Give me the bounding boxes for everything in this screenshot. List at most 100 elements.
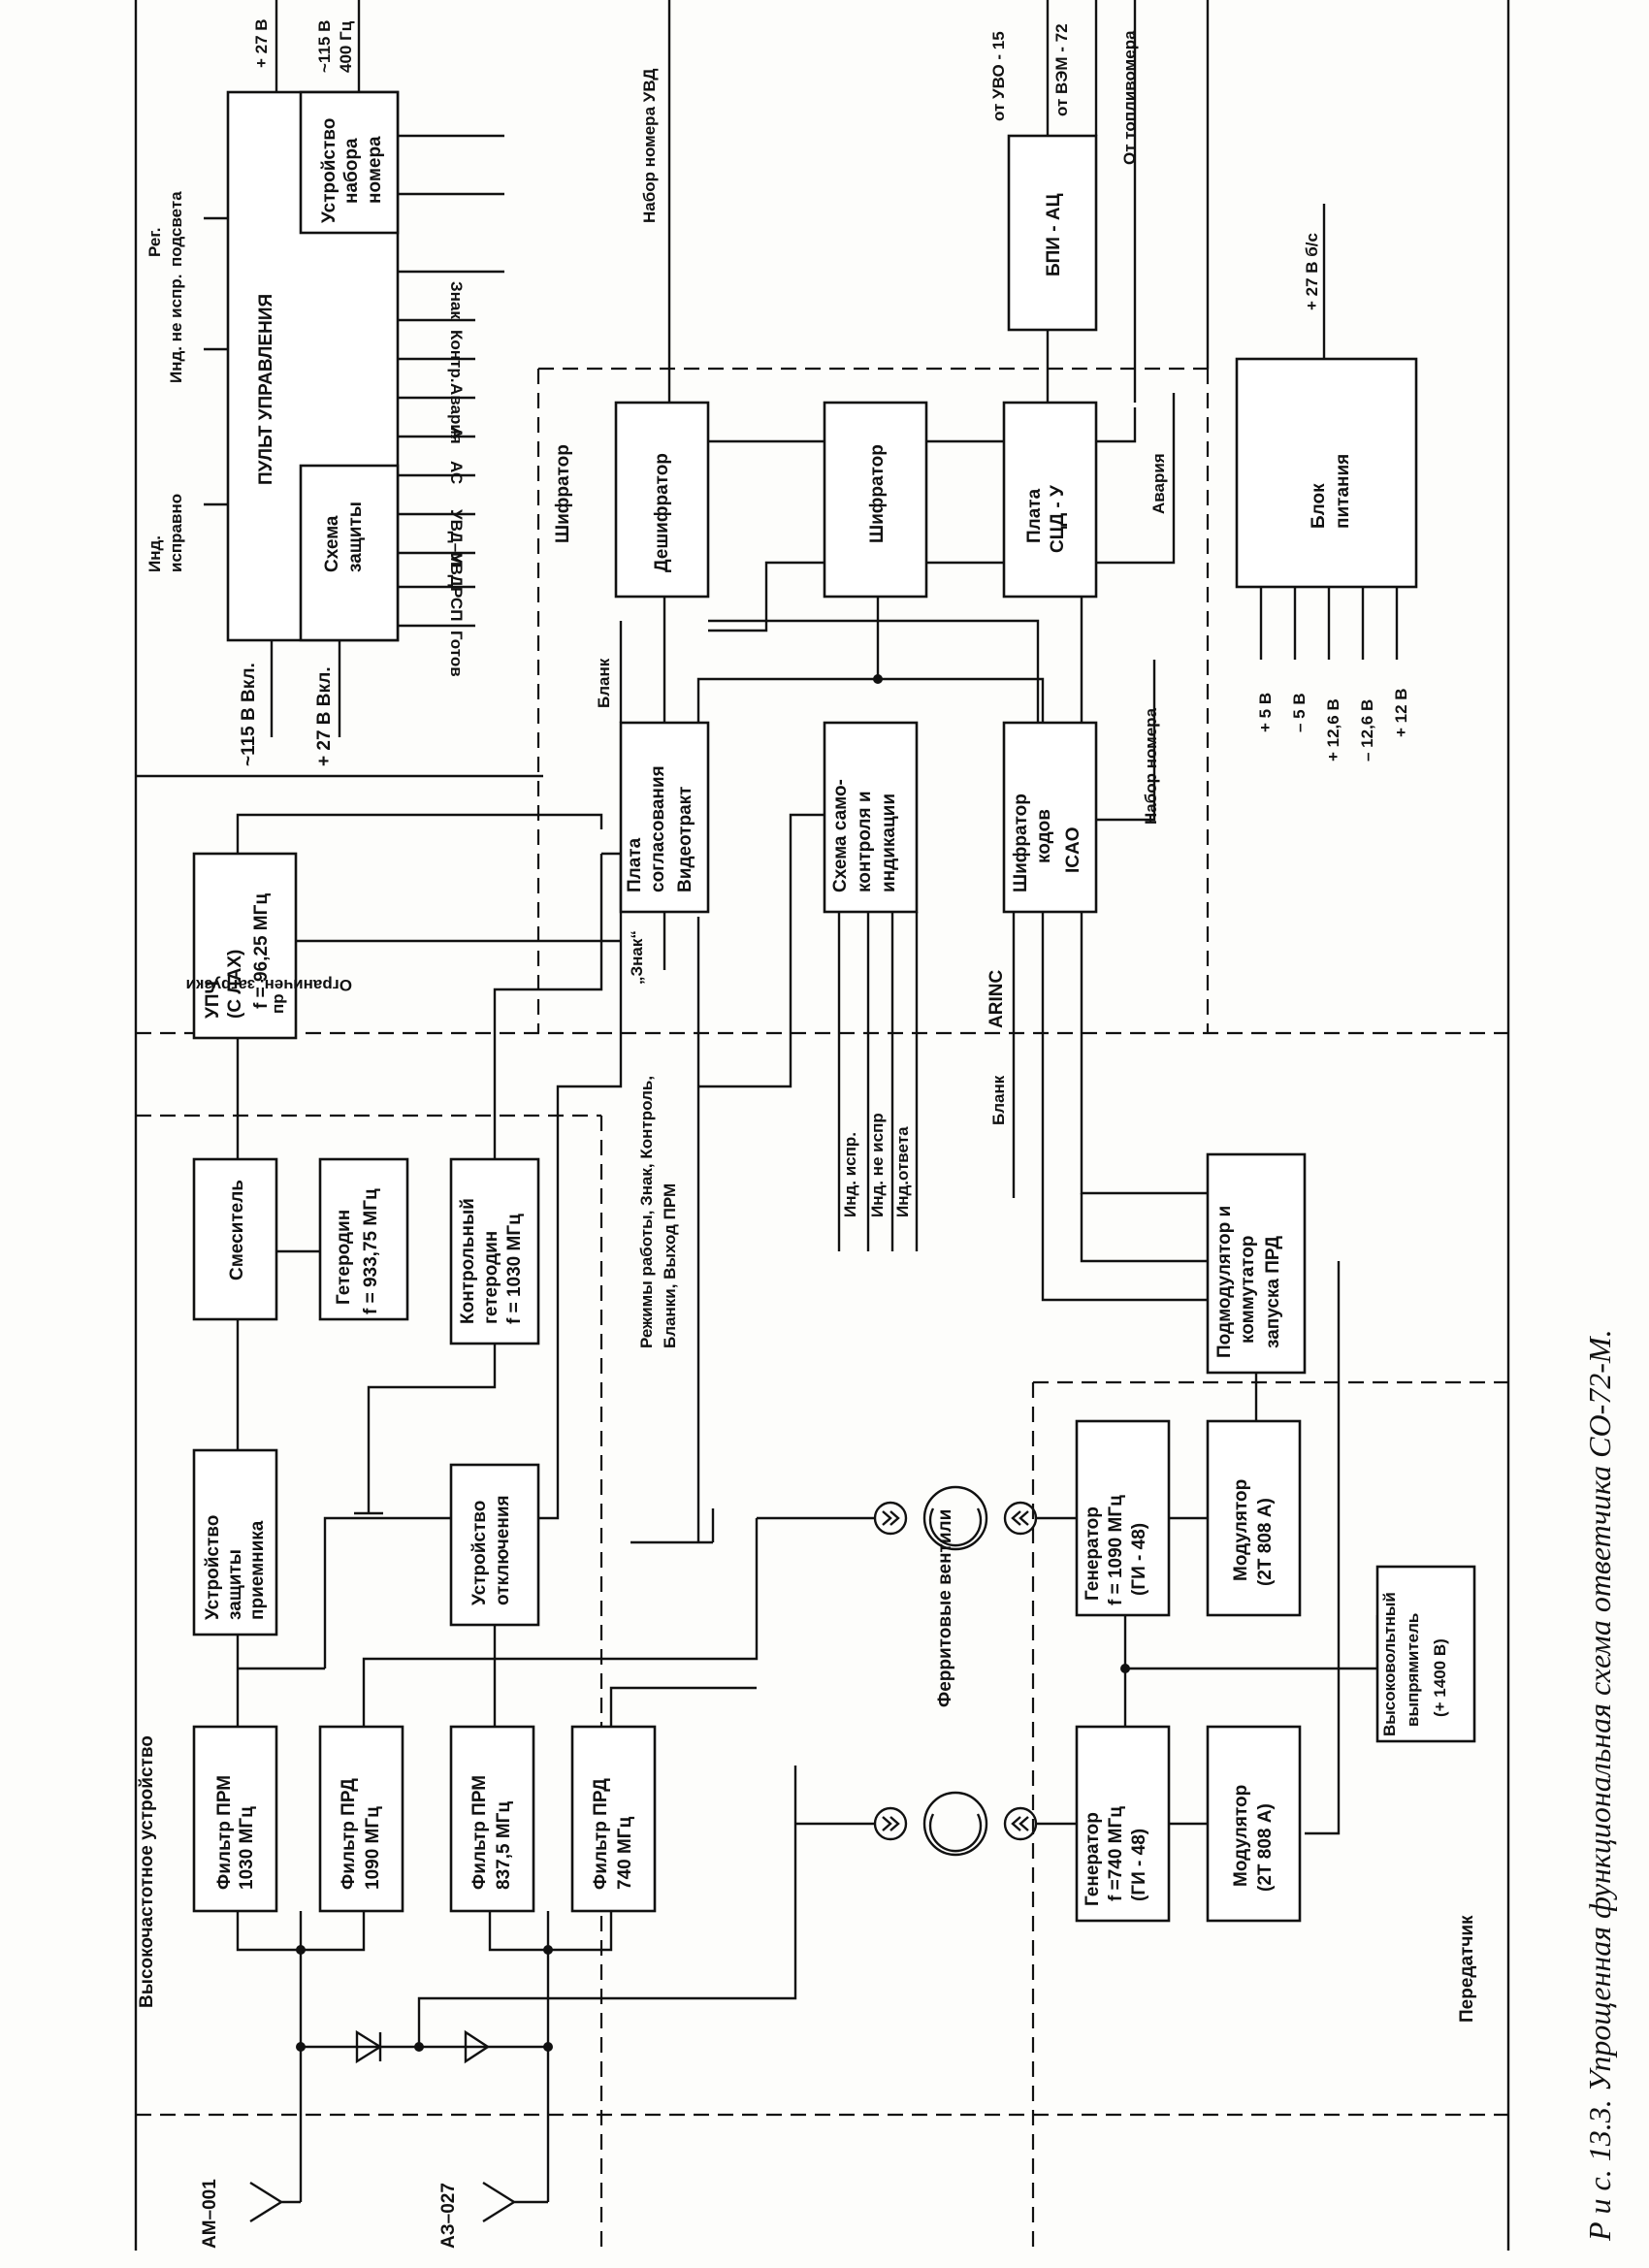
coder-block: Шифратор [823, 401, 928, 599]
svg-text:гетеродин: гетеродин [481, 1231, 501, 1324]
svg-text:f = 96,25 МГц: f = 96,25 МГц [251, 893, 272, 1009]
svg-text:Устройство: Устройство [319, 118, 340, 223]
svg-text:f = 1030 МГц: f = 1030 МГц [504, 1214, 525, 1324]
svg-text:Фильтр ПРМ: Фильтр ПРМ [214, 1775, 235, 1890]
svg-text:(ГИ - 48): (ГИ - 48) [1129, 1523, 1149, 1596]
diode-2-icon [464, 2029, 491, 2064]
filter-tx-1090: Фильтр ПРД 1090 МГц [318, 1725, 404, 1913]
matching-board-block: Плата согласования Видеотракт [619, 721, 710, 914]
from-vem-label: от ВЭМ - 72 [1052, 23, 1071, 116]
svg-text:Бланки, Выход ПРМ: Бланки, Выход ПРМ [661, 1183, 679, 1348]
svg-text:Фильтр ПРМ: Фильтр ПРМ [469, 1775, 490, 1890]
svg-text:Высоковольтный: Высоковольтный [1380, 1592, 1399, 1736]
svg-text:Модулятор: Модулятор [1231, 1785, 1251, 1887]
modulator-2-block: Модулятор (2Т 808 А) [1206, 1725, 1302, 1923]
antenna-az027-icon [482, 2181, 548, 2223]
svg-text:– 12,6 В: – 12,6 В [1358, 699, 1376, 761]
filter-rx-837: Фильтр ПРМ 837,5 МГц [449, 1725, 535, 1913]
s27-on-label: + 27 В Вкл. [314, 666, 335, 766]
svg-text:– 5 В: – 5 В [1290, 693, 1309, 732]
transmitter-label: Передатчик [1457, 1915, 1477, 2023]
frames [134, 0, 1510, 2251]
svg-text:отключения: отключения [493, 1495, 513, 1605]
svg-text:УВД: УВД [447, 553, 466, 587]
receiver-protection-block: Устройство защиты приемника [192, 1448, 278, 1636]
svg-text:740 МГц: 740 МГц [615, 1816, 635, 1890]
svg-text:ICAO: ICAO [1063, 827, 1083, 874]
svg-text:защиты: защиты [345, 502, 366, 572]
svg-text:1030 МГц: 1030 МГц [237, 1806, 257, 1890]
num-set-label: Набор номера [1142, 707, 1160, 825]
ssd-board-block: Плата СЦД - У [1002, 401, 1098, 599]
svg-text:РСП: РСП [447, 587, 466, 621]
svg-text:f = 933,75 МГц: f = 933,75 МГц [361, 1188, 381, 1314]
svg-text:Схема само-: Схема само- [830, 779, 851, 892]
svg-text:f = 1090 МГц: f = 1090 МГц [1106, 1495, 1126, 1605]
backlight-label: Рег. [146, 228, 164, 257]
hv-rectifier-block: Высоковольтный выпрямитель (+ 1400 В) [1375, 1565, 1476, 1743]
filter-tx-740: Фильтр ПРД 740 МГц [570, 1725, 657, 1913]
ferrite-isolator-2-icon [873, 1791, 1038, 1857]
icao-coder-block: Шифратор кодов ICAO [1002, 721, 1098, 914]
svg-text:Знак: Знак [447, 281, 466, 319]
svg-text:Фильтр ПРД: Фильтр ПРД [339, 1778, 359, 1890]
p27bs-label: + 27 В б/с [1303, 233, 1321, 310]
znak-label: „Знак“ [628, 930, 646, 985]
svg-text:Инд. испр.: Инд. испр. [841, 1132, 859, 1217]
local-oscillator-block: Гетеродин f = 933,75 МГц [318, 1157, 409, 1321]
backlight-label-2: подсвета [167, 191, 185, 267]
modulator-1-block: Модулятор (2Т 808 А) [1206, 1419, 1302, 1617]
s115-on-label: ~115 В Вкл. [239, 663, 259, 766]
p27-label: + 27 В [252, 18, 271, 68]
svg-text:кодов: кодов [1034, 809, 1054, 863]
antenna-am001-label: АМ–001 [200, 2179, 220, 2249]
svg-text:УВД–М: УВД–М [447, 509, 466, 566]
generator-1090-block: Генератор f = 1090 МГц (ГИ - 48) [1075, 1419, 1171, 1617]
svg-text:Инд. не испр: Инд. не испр [868, 1113, 887, 1217]
svg-text:согласования: согласования [648, 765, 668, 892]
svg-text:(+ 1400 В): (+ 1400 В) [1431, 1638, 1449, 1717]
svg-text:1090 МГц: 1090 МГц [363, 1806, 383, 1890]
decoder-block: Дешифратор [614, 401, 710, 599]
svg-text:f =740 МГц: f =740 МГц [1106, 1806, 1126, 1901]
svg-text:контроля и: контроля и [855, 792, 875, 893]
svg-text:Готов: Готов [447, 631, 466, 677]
figure-caption: Р и с. 13.3. Упрощенная функциональная с… [1582, 1329, 1617, 2242]
svg-text:защиты: защиты [225, 1549, 245, 1620]
ind-ok-label: Инд. [146, 535, 164, 572]
svg-text:Инд.ответа: Инд.ответа [893, 1126, 912, 1217]
svg-text:Режимы работы, Знак, Контроль,: Режимы работы, Знак, Контроль, [637, 1076, 656, 1348]
svg-text:Видеотракт: Видеотракт [675, 787, 695, 892]
bpi-block: БПИ - АЦ [1007, 134, 1098, 332]
panel-outputs: Готов РСП УВД УВД–М АС А Авария Контр. З… [398, 134, 504, 677]
uvd-num-label: Набор номера УВД [640, 69, 659, 223]
svg-text:приемника: приемника [247, 1520, 268, 1620]
alarm-label: Авария [1149, 453, 1168, 514]
power-supply-block: Блок питания [1235, 357, 1418, 589]
svg-text:Блок: Блок [1309, 483, 1329, 529]
svg-text:АС: АС [447, 461, 466, 484]
svg-text:Контр.: Контр. [447, 330, 466, 382]
svg-text:Генератор: Генератор [1083, 1812, 1103, 1906]
blank2-label: Бланк [989, 1075, 1008, 1125]
antenna-feed-network [236, 1766, 797, 2202]
svg-text:СЦД - У: СЦД - У [1048, 485, 1068, 553]
svg-text:+ 12,6 В: + 12,6 В [1324, 698, 1342, 761]
diode-1-icon [355, 2029, 383, 2064]
hf-device-label: Высокочастотное устройство [137, 1735, 157, 2008]
svg-text:(С ЛАХ): (С ЛАХ) [225, 950, 245, 1019]
svg-text:индикации: индикации [879, 794, 899, 892]
generator-740-block: Генератор f =740 МГц (ГИ - 48) [1075, 1725, 1171, 1923]
svg-text:А: А [447, 427, 466, 438]
filter-rx-1030: Фильтр ПРМ 1030 МГц [192, 1725, 278, 1913]
antenna-am001-icon [249, 2181, 301, 2223]
submodulator-block: Подмодулятор и коммутатор запуска ПРД [1206, 1152, 1307, 1375]
svg-text:+ 12 В: + 12 В [1392, 688, 1410, 737]
blank-label: Бланк [595, 658, 613, 708]
svg-text:Подмодулятор и: Подмодулятор и [1214, 1206, 1235, 1358]
self-test-block: Схема само- контроля и индикации [823, 721, 919, 914]
svg-text:УПЧ: УПЧ [203, 981, 223, 1019]
svg-text:Шифратор: Шифратор [1011, 794, 1031, 892]
